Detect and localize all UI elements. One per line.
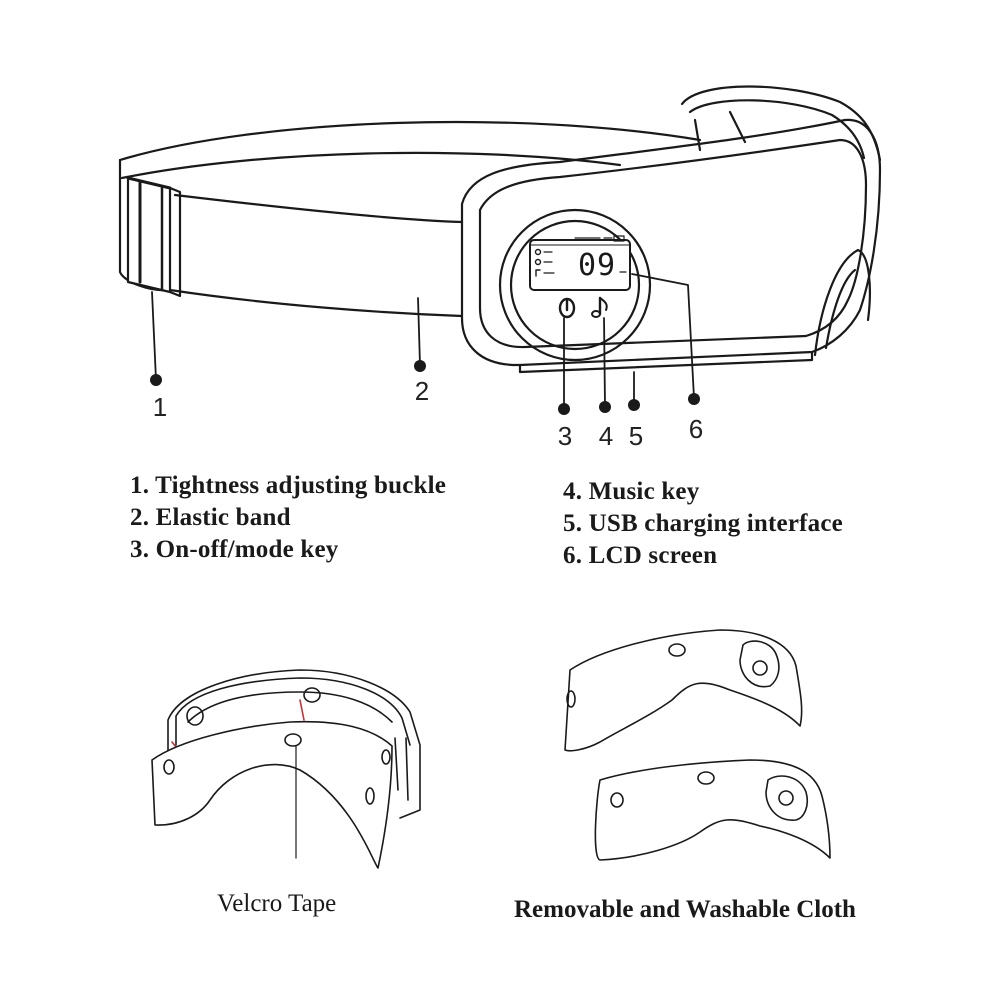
legend-item-elastic-band: 2. Elastic band bbox=[130, 504, 291, 531]
callout-6: 6 bbox=[688, 414, 704, 444]
tightness-buckle bbox=[126, 176, 182, 298]
lcd-screen bbox=[529, 239, 631, 291]
legend-item-usb: 5. USB charging interface bbox=[563, 510, 843, 537]
legend-left: 1. Tightness adjusting buckle 2. Elastic… bbox=[130, 470, 446, 566]
leader-lines bbox=[150, 273, 700, 415]
callout-3: 3 bbox=[557, 421, 573, 451]
mask-body bbox=[460, 85, 882, 374]
legend-item-music-key: 4. Music key bbox=[563, 478, 700, 505]
legend-right: 4. Music key 5. USB charging interface 6… bbox=[563, 476, 843, 572]
velcro-mask-illustration bbox=[151, 669, 421, 869]
callout-5: 5 bbox=[628, 421, 644, 451]
power-mode-button bbox=[558, 297, 576, 319]
lcd-digits: 09 bbox=[578, 248, 617, 283]
callout-1: 1 bbox=[152, 392, 168, 422]
control-dial bbox=[498, 208, 652, 362]
legend-item-lcd: 6. LCD screen bbox=[563, 542, 718, 569]
legend-item-power-key: 3. On-off/mode key bbox=[130, 536, 339, 563]
music-button bbox=[591, 296, 608, 318]
elastic-band-top-edge bbox=[118, 120, 702, 162]
legend-item-buckle: 1. Tightness adjusting buckle bbox=[130, 472, 447, 499]
caption-washable-cloth: Removable and Washable Cloth bbox=[514, 896, 856, 923]
callout-4: 4 bbox=[598, 421, 614, 451]
elastic-band-inner-edge bbox=[120, 151, 622, 180]
callout-2: 2 bbox=[414, 376, 430, 406]
cloth-piece-upper bbox=[564, 629, 803, 752]
removable-cloth-illustration bbox=[564, 629, 831, 861]
cloth-piece-lower bbox=[594, 759, 831, 861]
caption-velcro-tape: Velcro Tape bbox=[217, 890, 337, 917]
elastic-band-lower-edge bbox=[173, 193, 464, 224]
elastic-band-bottom-edge bbox=[168, 288, 464, 318]
